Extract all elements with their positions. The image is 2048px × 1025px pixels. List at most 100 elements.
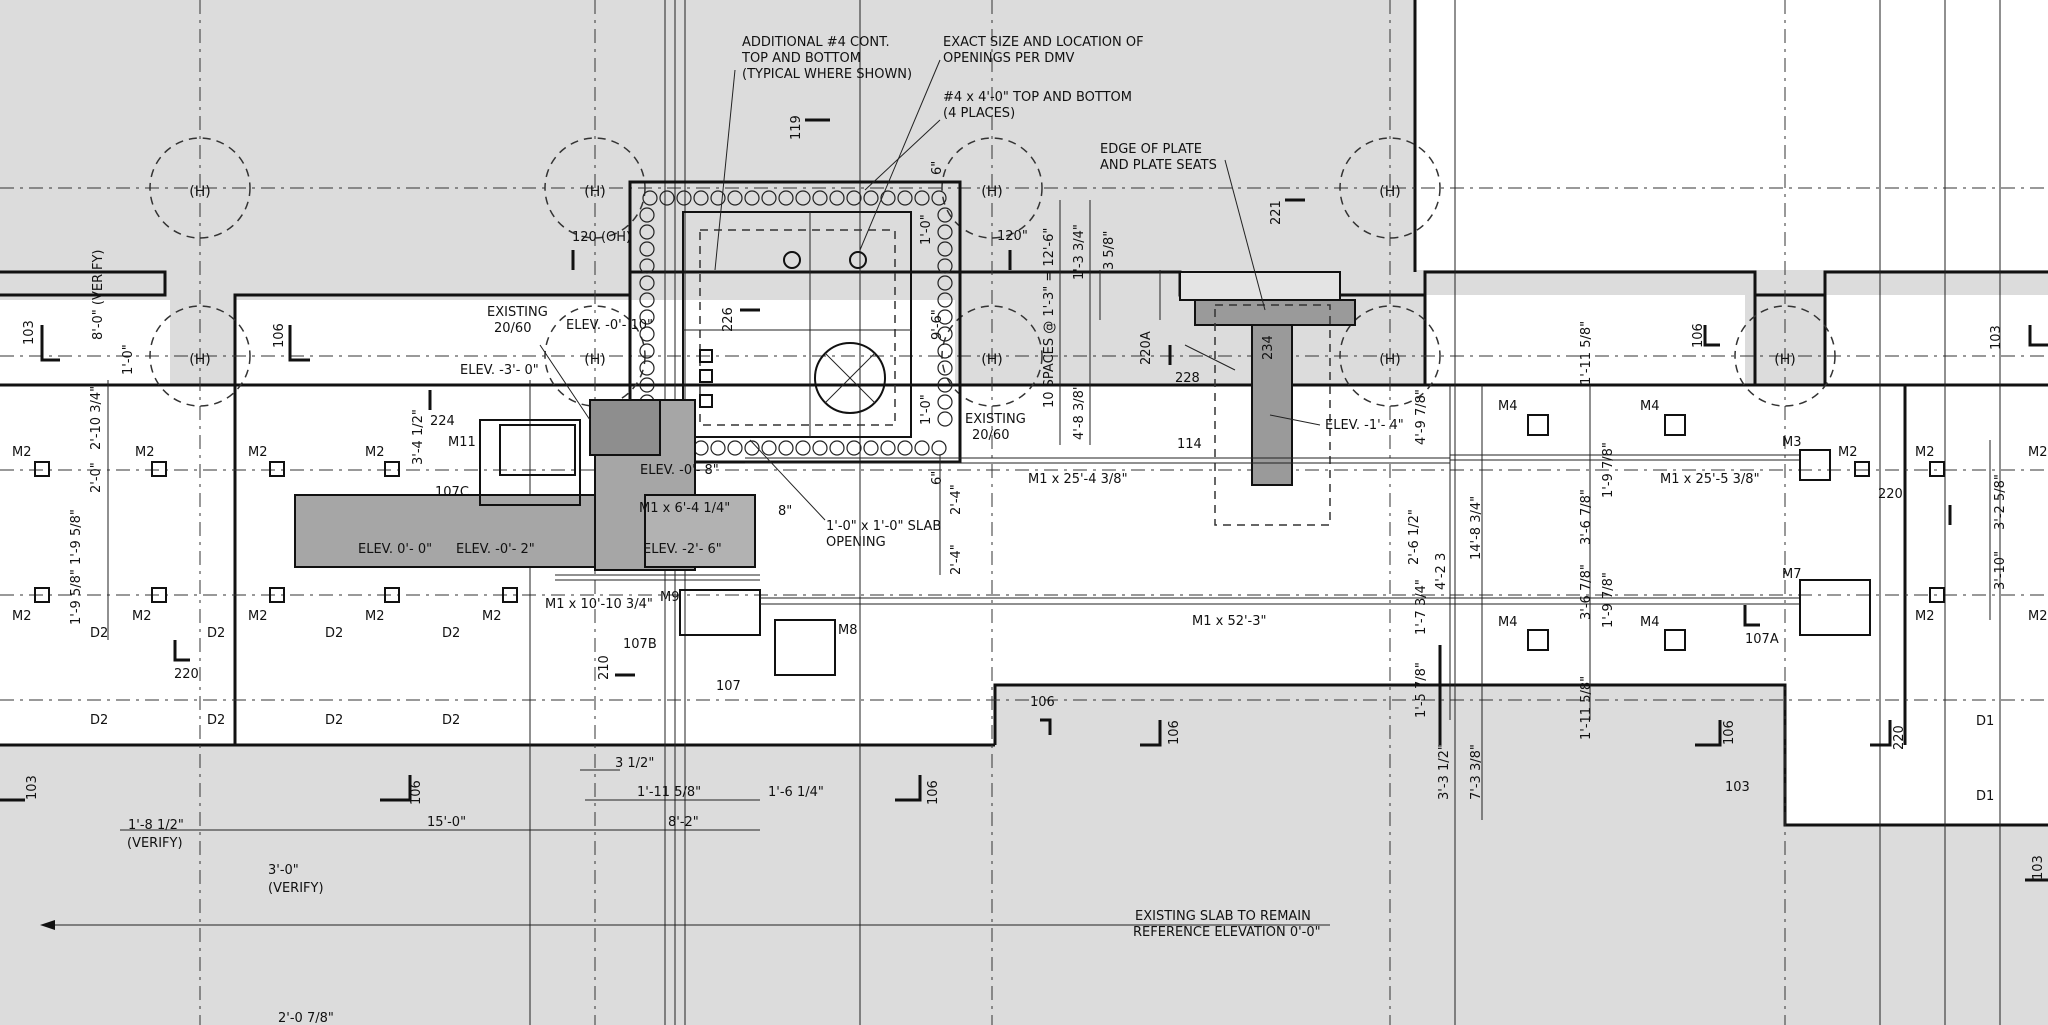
rebar-loop [812, 440, 828, 456]
tag-m9: M9 [660, 590, 680, 605]
rebar-loop [937, 326, 953, 342]
dim-label: 8'-2" [668, 815, 699, 830]
bolt-hole [783, 251, 801, 269]
elevation-labels: ELEV. -0'- 10" ELEV. -3'- 0" ELEV. -0'- … [358, 318, 1404, 557]
dim-label: 8'-0" (VERIFY) [91, 250, 106, 340]
rebar-loop [937, 309, 953, 325]
svg-text:20/60: 20/60 [972, 428, 1009, 443]
note-rebar-places: #4 x 4'-0" TOP AND BOTTOM (4 PLACES) [943, 90, 1132, 121]
member-label: M1 x 6'-4 1/4" [639, 501, 730, 516]
bolt-hole [849, 251, 867, 269]
rebar-loop [778, 190, 794, 206]
rebar-loop [659, 190, 675, 206]
dim-label: 4'-8 3/8" [1072, 384, 1087, 440]
rebar-loop [937, 258, 953, 274]
rebar-loop [937, 360, 953, 376]
dim-label: 3 1/2" [615, 756, 654, 771]
svg-text:ADDITIONAL #4 CONT.: ADDITIONAL #4 CONT. [742, 35, 890, 50]
svg-text:AND PLATE SEATS: AND PLATE SEATS [1100, 158, 1217, 173]
rebar-loop [710, 440, 726, 456]
tag-234: 234 [1261, 335, 1276, 360]
note-existing-slab: EXISTING SLAB TO REMAIN REFERENCE ELEVAT… [1133, 909, 1321, 940]
footing-circle: (H) [1734, 305, 1836, 407]
tag-m2: M2 [482, 609, 502, 624]
dim-label: 4'-2 3 [1434, 553, 1449, 590]
rebar-loop [639, 224, 655, 240]
elev-label: ELEV. 0'- 0" [358, 542, 432, 557]
tag-106: 106 [1167, 720, 1182, 745]
rebar-loop [897, 440, 913, 456]
svg-text:OPENINGS PER DMV: OPENINGS PER DMV [943, 51, 1074, 66]
tag-103: 103 [2031, 855, 2046, 880]
rebar-loop [829, 190, 845, 206]
tag-m4: M4 [1498, 399, 1518, 414]
dim-label: 2'-10 3/4" [89, 386, 104, 450]
dim-label: 1'-0" [919, 394, 934, 425]
rebar-loop [829, 440, 845, 456]
dim-label: 2'-4" [949, 484, 964, 515]
tag-d1: D1 [1976, 789, 1994, 804]
rebar-loop [937, 343, 953, 359]
tag-m2: M2 [1915, 609, 1935, 624]
rebar-loop [937, 394, 953, 410]
dim-label: 1'-0" [919, 214, 934, 245]
rebar-loop [639, 275, 655, 291]
dim-label: 2'-0" [89, 462, 104, 493]
tag-m2: M2 [248, 609, 268, 624]
tag-107b: 107B [623, 637, 657, 652]
tag-210: 210 [597, 655, 612, 680]
tag-d1: D1 [1976, 714, 1994, 729]
rebar-loop [914, 440, 930, 456]
dimension-lines [40, 200, 1991, 930]
tag-m2: M2 [1915, 445, 1935, 460]
rebar-loop [744, 440, 760, 456]
note-existing-20-60-left: EXISTING 20/60 [487, 305, 548, 336]
rebar-loop [937, 241, 953, 257]
note-additional-rebar: ADDITIONAL #4 CONT. TOP AND BOTTOM (TYPI… [741, 35, 912, 82]
rebar-loop [761, 190, 777, 206]
unshaded-area-bottom-right [1785, 660, 2048, 825]
svg-text:(H): (H) [189, 352, 210, 368]
tag-220: 220 [174, 667, 199, 682]
tag-d2: D2 [207, 713, 225, 728]
tag-d2: D2 [90, 713, 108, 728]
rebar-loop [931, 440, 947, 456]
column-footings: (H) (H) (H) (H) (H) (H) (H) (H) (H) [149, 137, 1836, 407]
svg-text:(H): (H) [1379, 352, 1400, 368]
rebar-loop [812, 190, 828, 206]
tag-106: 106 [1030, 695, 1055, 710]
svg-text:OPENING: OPENING [826, 535, 886, 550]
footing-circle: (H) [941, 137, 1043, 239]
tag-119: 119 [789, 115, 804, 140]
dim-label: 1'-0" [121, 344, 136, 375]
tag-221: 221 [1269, 200, 1284, 225]
tag-d2: D2 [207, 626, 225, 641]
footing-circle: (H) [1339, 137, 1441, 239]
rebar-loop [914, 190, 930, 206]
elev-label: ELEV. -0'- 8" [640, 463, 719, 478]
dim-label: 8" [778, 504, 792, 519]
elev-label: ELEV. -0'- 10" [566, 318, 653, 333]
tag-m4: M4 [1640, 399, 1660, 414]
tag-220: 220 [1892, 725, 1907, 750]
svg-text:20/60: 20/60 [494, 321, 531, 336]
section-markers [0, 118, 2048, 882]
dim-label: 3'-3 1/2" [1437, 744, 1452, 800]
dim-label: 15'-0" [427, 815, 466, 830]
tag-120-oh: 120 (OH) [572, 230, 631, 245]
tag-114: 114 [1177, 437, 1202, 452]
leader-lines [539, 59, 1321, 521]
dim-label: 1'-9 7/8" [1601, 572, 1616, 628]
rebar-loop [880, 190, 896, 206]
round-opening [814, 342, 886, 414]
tag-226: 226 [721, 307, 736, 332]
footing-circle: (H) [941, 305, 1043, 407]
tag-103: 103 [25, 775, 40, 800]
tag-m7: M7 [1782, 567, 1802, 582]
rebar-loop [880, 440, 896, 456]
rebar-loop [795, 190, 811, 206]
rebar-loop [937, 377, 953, 393]
member-label: M1 x 25'-4 3/8" [1028, 472, 1128, 487]
svg-text:(H): (H) [189, 184, 210, 200]
